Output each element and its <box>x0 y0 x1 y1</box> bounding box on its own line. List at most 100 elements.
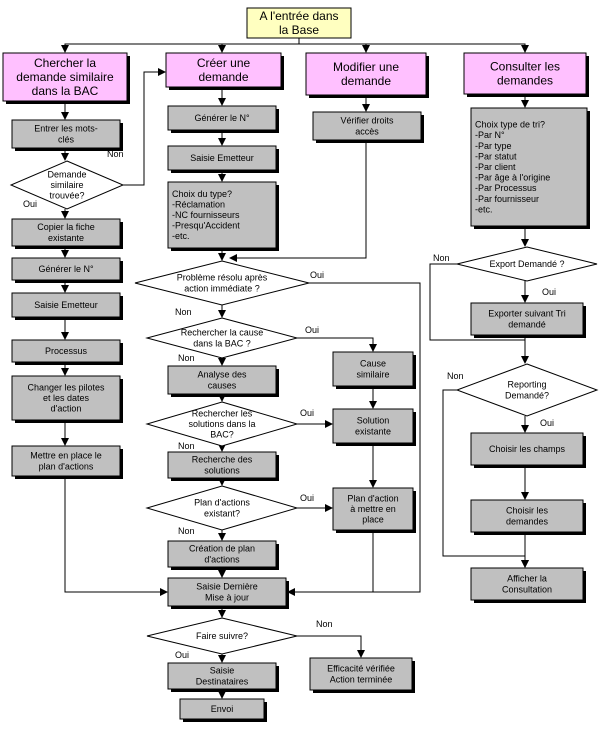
node-text-line: la Base <box>279 23 319 37</box>
node-text-line: Problème résolu après <box>177 273 268 283</box>
decision-export: Export Demandé ? <box>456 246 598 282</box>
node-text-line: Saisie Emetteur <box>34 300 98 310</box>
node-choose-requests-shape <box>470 499 584 533</box>
node-send: Envoi <box>179 698 267 722</box>
node-text-line: Action terminée <box>330 674 393 684</box>
node-display-shape <box>470 567 584 601</box>
node-emitter-left: Saisie Emetteur <box>11 292 123 320</box>
node-last-entry-shape <box>167 577 287 607</box>
node-sort-choice-shape <box>470 107 588 227</box>
node-text-line: similaire <box>356 369 389 379</box>
node-text-line: Destinataires <box>196 676 249 686</box>
node-text-line: existante <box>48 233 84 243</box>
node-text-line: dans la BAC <box>32 84 99 98</box>
node-text-line: BAC? <box>210 430 234 440</box>
connector-arrow <box>61 38 300 53</box>
node-text-line: Envoi <box>211 704 234 714</box>
node-text-line: -NC fournisseurs <box>172 210 240 220</box>
node-text-line: trouvée? <box>49 191 84 201</box>
node-text-line: -Par âge à l'origine <box>475 173 550 183</box>
node-text-line: Rechercher les <box>192 408 253 418</box>
edge-label-oui: Oui <box>540 418 554 428</box>
node-text-line: Consultation <box>502 584 552 594</box>
node-text-line: et les dates <box>43 393 90 403</box>
node-text-line: Faire suivre? <box>196 631 248 641</box>
edge-label-oui: Oui <box>310 270 324 280</box>
node-text-line: Afficher la <box>507 574 547 584</box>
decision-export-shape <box>456 246 598 282</box>
node-text-line: demande <box>341 74 391 88</box>
connector-arrow <box>287 282 421 596</box>
node-text-line: similaire <box>50 180 83 190</box>
header-modify-shape <box>305 52 427 96</box>
node-text-line: Changer les pilotes <box>27 382 105 392</box>
edge-label-oui: Oui <box>300 493 314 503</box>
node-text-line: Mise à jour <box>205 592 249 602</box>
decision-reporting-shape <box>455 363 599 417</box>
node-text-line: Plan d'action <box>347 493 398 503</box>
node-text-line: causes <box>208 380 237 390</box>
node-choose-fields: Choisir les champs <box>470 432 586 468</box>
node-text-line: Exporter suivant Tri <box>488 309 566 319</box>
node-text-line: -Par fournisseur <box>475 194 539 204</box>
node-text-line: Choisir les champs <box>489 444 566 454</box>
node-text-line: A l'entrée dans <box>259 9 338 23</box>
node-text-line: Solution <box>357 416 390 426</box>
node-text-line: Copier la fiche <box>37 222 95 232</box>
edge-label-non: Non <box>447 371 464 381</box>
decision-search-solutions-shape <box>145 401 299 447</box>
connector-arrow <box>123 68 166 186</box>
node-text-line: -Par statut <box>475 151 517 161</box>
node-process-shape <box>11 339 121 363</box>
node-export-shape <box>470 302 584 336</box>
edge-label-non: Non <box>107 149 124 159</box>
connector-arrow <box>297 635 365 658</box>
node-send-shape <box>179 698 265 720</box>
node-text-line: Générer le N° <box>194 113 250 123</box>
node-text-line: Créer une <box>197 56 251 70</box>
edge-label-non: Non <box>175 307 192 317</box>
edge-label-oui: Oui <box>305 325 319 335</box>
node-text-line: demande <box>198 70 248 84</box>
node-change-pilots-shape <box>11 375 121 421</box>
edge-label-oui: Oui <box>542 287 556 297</box>
decision-resolved-shape <box>134 260 310 306</box>
decision-follow-shape <box>146 617 298 655</box>
node-text-line: demande similaire <box>16 70 114 84</box>
connector-arrow <box>297 337 377 352</box>
node-text-line: à mettre en <box>350 504 396 514</box>
connector-arrow <box>299 43 529 53</box>
node-text-line: Saisie Emetteur <box>190 153 254 163</box>
node-text-line: solutions dans la <box>188 419 255 429</box>
node-text-line: Modifier une <box>333 60 399 74</box>
node-create-plan-shape <box>167 540 277 568</box>
node-type-choice: Choix du type?-Réclamation-NC fournisseu… <box>167 181 279 251</box>
node-sort-choice: Choix type de tri?-Par N°-Par type-Par s… <box>470 107 590 229</box>
node-copy-shape <box>11 218 121 247</box>
node-text-line: demandes <box>506 516 549 526</box>
node-choose-fields-shape <box>470 432 584 466</box>
node-text-line: Plan d'actions <box>194 498 250 508</box>
edge-label-non: Non <box>178 441 195 451</box>
node-text-line: plan d'actions <box>39 461 94 471</box>
decision-follow: Faire suivre? <box>146 617 298 655</box>
node-text-line: Choix du type? <box>172 189 232 199</box>
node-gen-mid-shape <box>167 105 277 131</box>
node-text-line: existant? <box>204 508 240 518</box>
decision-similar-found-shape <box>9 160 125 210</box>
node-check-access-shape <box>312 111 422 141</box>
